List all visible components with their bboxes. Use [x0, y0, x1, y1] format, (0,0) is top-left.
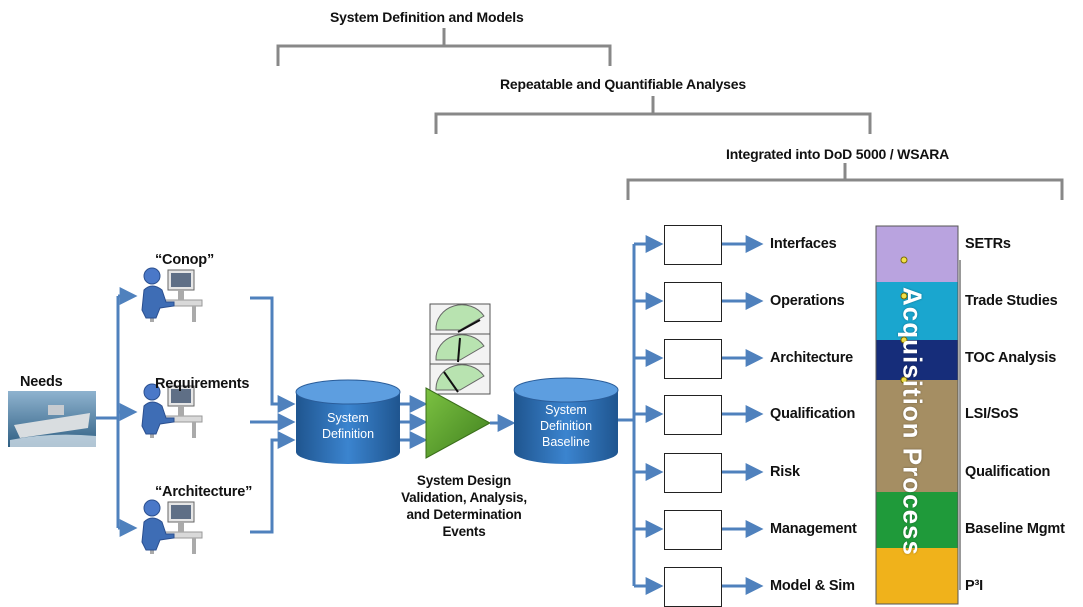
process-box [664, 225, 722, 265]
outcome-qualification: Qualification [965, 464, 1051, 480]
process-label-management: Management [770, 521, 857, 537]
process-label-operations: Operations [770, 293, 845, 309]
bracket-integrated-dod [626, 163, 1064, 200]
process-label-model-sim: Model & Sim [770, 578, 855, 594]
system-definition-baseline-text: System Definition Baseline [539, 403, 593, 449]
acquisition-band-6 [876, 548, 958, 604]
acquisition-band-2 [876, 282, 958, 340]
process-label-qualification: Qualification [770, 406, 856, 422]
ship-image [8, 391, 96, 447]
bracket-repeatable-analyses [434, 96, 872, 134]
acquisition-band-1 [876, 226, 958, 282]
process-label-architecture: Architecture [770, 350, 854, 366]
roles-to-definition-connector [250, 296, 296, 534]
system-definition-baseline-cylinder [513, 377, 619, 464]
gauge-icon-stack [429, 303, 491, 395]
acquisition-band-3 [876, 340, 958, 380]
outcome-trade-studies: Trade Studies [965, 293, 1058, 309]
acquisition-process-title: Acquisition Process [897, 287, 928, 556]
process-box [664, 395, 722, 435]
label-repeatable-analyses: Repeatable and Quantifiable Analyses [500, 76, 746, 92]
system-definition-cylinder [295, 379, 401, 464]
role-requirements-label: Requirements [155, 376, 250, 392]
acquisition-bar-outline [875, 225, 959, 605]
acquisition-band-4 [876, 380, 958, 492]
outcome-p3i: P³I [965, 578, 983, 594]
bracket-system-definition [276, 28, 612, 66]
milestone-markers [900, 256, 908, 384]
process-box [664, 339, 722, 379]
label-integrated-dod: Integrated into DoD 5000 / WSARA [726, 146, 950, 162]
process-label-arrows [722, 235, 764, 595]
outcome-toc-analysis: TOC Analysis [965, 350, 1057, 366]
process-label-interfaces: Interfaces [770, 236, 837, 252]
person-computer-icon-requirements [141, 383, 203, 438]
design-validation-triangle [425, 387, 492, 459]
acquisition-band-5 [876, 492, 958, 548]
needs-label: Needs [20, 374, 63, 390]
design-events-label: System Design Validation, Analysis, and … [401, 473, 527, 539]
process-box [664, 510, 722, 550]
definition-to-triangle-connector [400, 395, 428, 449]
label-system-definition-and-models: System Definition and Models [330, 9, 524, 25]
role-conop-label: “Conop” [155, 252, 215, 268]
outcome-baseline-mgmt: Baseline Mgmt [965, 521, 1065, 537]
person-computer-icon-conop [141, 267, 203, 322]
needs-connector [96, 287, 138, 537]
process-label-risk: Risk [770, 464, 800, 480]
process-box [664, 567, 722, 607]
outcome-setrs: SETRs [965, 236, 1011, 252]
acquisition-process-bar [875, 225, 959, 605]
process-box [664, 282, 722, 322]
role-architecture-label: “Architecture” [155, 484, 253, 500]
process-box [664, 453, 722, 493]
baseline-to-processes-connector [618, 235, 664, 595]
outcome-lsi-sos: LSI/SoS [965, 406, 1019, 422]
person-computer-icon-architecture [141, 499, 203, 554]
system-definition-text: System Definition [321, 411, 375, 441]
